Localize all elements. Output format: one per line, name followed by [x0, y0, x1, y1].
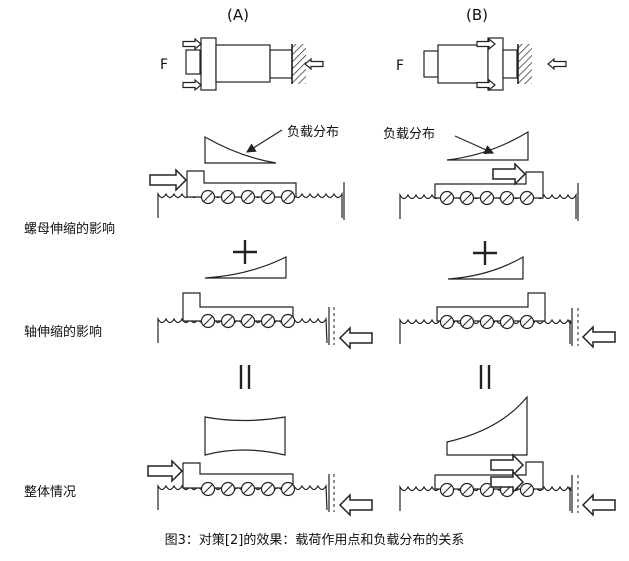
load-distribution-a: [204, 256, 287, 279]
ball-mark: [243, 316, 253, 326]
fixed-wall-hatch: [292, 44, 306, 84]
reaction-arrow-b: [581, 493, 616, 517]
assembly-b: [423, 37, 567, 92]
flange: [200, 37, 217, 91]
ball-mark: [442, 485, 452, 495]
force-label-a: F: [160, 57, 169, 73]
nut-outline: [182, 462, 294, 489]
balls-a: [200, 189, 296, 205]
nut-a: [182, 462, 294, 489]
ball-mark: [482, 193, 492, 203]
row-overall: [147, 395, 616, 517]
load-distribution-a: [204, 416, 286, 456]
ball-mark: [283, 192, 293, 202]
ball-mark: [442, 317, 452, 327]
shaft-right: [269, 49, 293, 79]
nut-a: [182, 292, 294, 322]
force-arrow-upper: [476, 37, 496, 51]
assembly-a: [182, 37, 324, 92]
plus-operator-b: [473, 241, 497, 265]
equals-operator-a: [239, 365, 251, 389]
ball-mark: [263, 484, 273, 494]
ball-mark: [243, 484, 253, 494]
load-distribution-a: [204, 135, 277, 164]
ball-mark: [522, 485, 532, 495]
ball-mark: [442, 193, 452, 203]
shaft-right: [502, 49, 518, 79]
row-label-overall: 整体情况: [24, 485, 77, 500]
ball-mark: [243, 192, 253, 202]
ball-mark: [203, 316, 213, 326]
ball-mark: [263, 192, 273, 202]
load-distribution-b: [447, 255, 524, 280]
header-a: (A): [227, 6, 249, 24]
ball-mark: [482, 317, 492, 327]
force-arrow-a: [147, 459, 184, 483]
nut-outline: [182, 292, 294, 322]
force-arrow-b: [492, 162, 527, 186]
header-b: (B): [466, 6, 488, 24]
force-arrow-b: [581, 325, 616, 349]
load-distribution-label-a: 负载分布: [287, 125, 340, 140]
plus-operator-a: [233, 240, 257, 264]
balls-b: [439, 314, 535, 330]
balls-b: [439, 190, 535, 206]
ball-mark: [462, 193, 472, 203]
row-shaft-expansion: [157, 255, 616, 350]
ball-mark: [482, 485, 492, 495]
force-label-b: F: [396, 58, 405, 74]
force-arrow-b-upper: [490, 453, 525, 477]
nut-outline: [434, 171, 544, 199]
ball-mark: [223, 316, 233, 326]
ball-mark: [223, 484, 233, 494]
ball-mark: [283, 316, 293, 326]
ball-mark: [502, 193, 512, 203]
nut-outline: [436, 292, 546, 322]
reaction-arrow: [547, 57, 567, 71]
shaft-left-stub: [185, 49, 201, 75]
force-arrow-lower: [476, 78, 496, 92]
ball-mark: [263, 316, 273, 326]
ball-mark: [203, 484, 213, 494]
force-arrow-a: [149, 168, 188, 192]
force-arrow-lower: [182, 78, 202, 92]
nut-b: [434, 171, 544, 199]
figure-caption: 图3：对策[2]的效果：载荷作用点和负载分布的关系: [164, 533, 465, 548]
ball-mark: [522, 193, 532, 203]
load-distribution-b: [446, 395, 528, 456]
leader-arrow-a: [245, 129, 283, 153]
ball-mark: [502, 317, 512, 327]
reaction-arrow: [304, 57, 324, 71]
fixed-wall-hatch: [518, 44, 532, 84]
reaction-arrow-a: [338, 493, 373, 517]
ball-mark: [462, 317, 472, 327]
ball-mark: [283, 484, 293, 494]
nut-body: [215, 44, 271, 83]
force-arrow-upper: [182, 37, 202, 51]
equals-operator-b: [479, 365, 491, 389]
balls-a: [200, 313, 296, 329]
force-arrow-b-lower: [490, 470, 525, 494]
load-distribution-b: [446, 130, 529, 161]
row-label-nut: 螺母伸缩的影响: [24, 222, 116, 237]
nut-b: [436, 292, 546, 322]
shaft-left-stub: [423, 50, 439, 78]
ball-mark: [223, 192, 233, 202]
ball-mark: [522, 317, 532, 327]
leader-arrow-b: [454, 135, 495, 154]
nut-body: [437, 44, 489, 84]
row-label-shaft: 轴伸缩的影响: [24, 325, 103, 340]
ball-mark: [462, 485, 472, 495]
ball-mark: [203, 192, 213, 202]
row-nut-expansion: [149, 129, 579, 221]
balls-a: [200, 481, 296, 497]
force-arrow-a: [338, 326, 373, 350]
load-distribution-label-b: 负载分布: [383, 127, 436, 142]
